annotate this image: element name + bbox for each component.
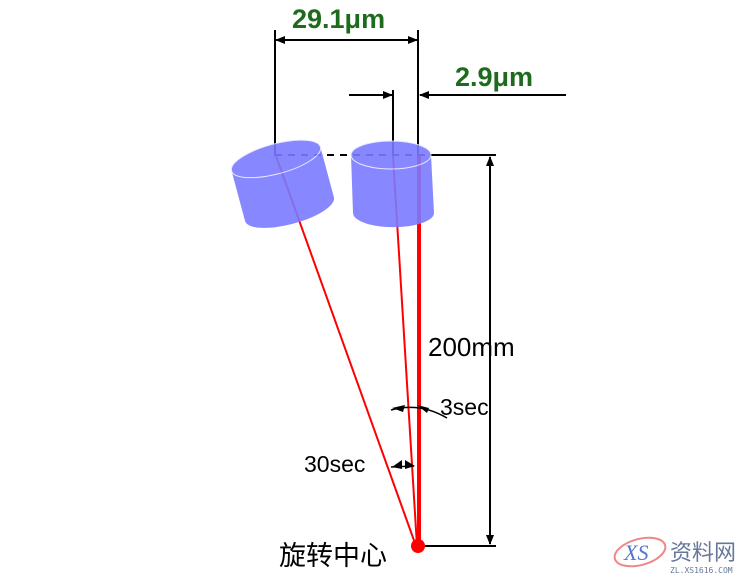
svg-text:XS: XS	[623, 540, 648, 565]
cylinder-tilted	[230, 139, 335, 228]
label-radius: 200mm	[428, 332, 515, 362]
label-pivot: 旋转中心	[279, 541, 387, 572]
pivot-point	[411, 539, 425, 553]
cylinder-upright	[350, 140, 434, 228]
label-inner-width: 2.9μm	[455, 62, 534, 92]
watermark-logo: XS 资料网 ZL.XS1616.COM	[613, 536, 736, 575]
label-outer-width: 29.1μm	[292, 4, 386, 34]
label-30sec: 30sec	[304, 451, 366, 477]
svg-text:资料网: 资料网	[670, 541, 736, 566]
arc-3sec-arrow-right	[417, 405, 429, 413]
svg-text:ZL.XS1616.COM: ZL.XS1616.COM	[670, 566, 733, 575]
arc-30sec-arrow-left	[392, 460, 402, 469]
arc-3sec-arrow-left	[392, 405, 405, 412]
arc-30sec-arrow-right	[405, 460, 415, 469]
label-3sec: 3sec	[440, 394, 489, 420]
